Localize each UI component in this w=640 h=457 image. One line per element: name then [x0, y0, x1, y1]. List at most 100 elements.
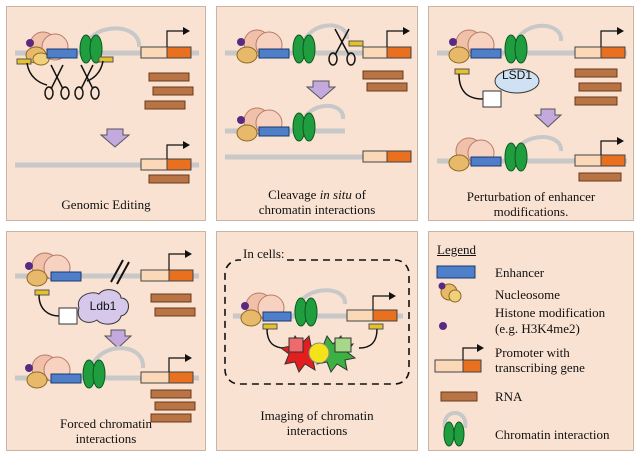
rna-bar [144, 100, 186, 110]
histone-mark [26, 39, 34, 47]
rna-bar [574, 68, 618, 78]
transcription-arrow [168, 253, 185, 270]
ldb1-protein [77, 289, 129, 325]
caption-perturbation: Perturbation of enhancer modifications. [429, 189, 633, 219]
guide-tag [348, 40, 364, 47]
zf-box [58, 307, 78, 325]
guide-tag [34, 289, 50, 296]
panel-forced-interactions: Ldb1 Forced chromatin interactions [6, 231, 206, 451]
panel-genomic-editing: Genomic Editing [6, 6, 206, 221]
lsd1-protein [494, 68, 540, 94]
legend-interaction-label: Chromatin interaction [495, 427, 610, 442]
legend-rna-label: RNA [495, 389, 523, 404]
protein [514, 34, 528, 64]
scissors-icon [74, 64, 100, 100]
scissors-icon [328, 28, 356, 66]
panel-imaging: In cells: Imaging of chromatin interacti… [216, 231, 418, 451]
transcription-arrowhead [185, 250, 192, 258]
transcription-arrow [168, 357, 185, 372]
transcription-arrowhead [617, 137, 624, 145]
protein [92, 359, 106, 389]
down-arrow [305, 80, 337, 100]
rna-bar [150, 293, 192, 303]
histone-mark [237, 38, 245, 46]
nucleosome-yellow [448, 154, 470, 172]
legend-histone-label-1: Histone modification [495, 305, 606, 320]
legend-enhancer-icon [436, 265, 476, 279]
gene-block [372, 309, 398, 322]
rna-bar [148, 72, 190, 82]
transcription-arrow [386, 30, 403, 47]
caption-cleavage-line2: chromatin interactions [258, 202, 376, 217]
split-fp-box-green [334, 337, 352, 353]
nucleosome-yellow [236, 46, 258, 64]
break-mark [110, 259, 124, 283]
nucleosome-yellow [26, 269, 48, 287]
legend-arrowhead-icon [477, 344, 484, 352]
legend-histone-label-2: (e.g. H3K4me2) [495, 321, 580, 336]
panel-cleavage-diagram [225, 23, 412, 163]
caption-perturbation-line2: modifications. [493, 204, 569, 219]
panel-imaging-diagram [224, 259, 410, 385]
histone-mark [241, 302, 249, 310]
gene-block [600, 46, 626, 59]
legend-protein-icon [443, 421, 455, 447]
gene-block [168, 371, 194, 384]
enhancer-block [470, 156, 502, 167]
rna-bar [574, 96, 618, 106]
scissors-arm [26, 62, 48, 86]
nucleosome-yellow [236, 124, 258, 142]
legend-promoter-label-1: Promoter with [495, 345, 570, 360]
down-arrow [533, 108, 563, 128]
guide-tag [16, 58, 32, 65]
legend-gene-icon [462, 359, 482, 373]
dcas9-box [482, 90, 502, 108]
legend-histone-mark-icon [439, 322, 447, 330]
caption-genomic-editing: Genomic Editing [61, 197, 151, 212]
legend-nucleosome-label: Nucleosome [495, 287, 560, 302]
protein [304, 297, 318, 327]
enhancer-block [258, 48, 290, 59]
histone-mark [25, 364, 33, 372]
legend-nucleosome-icon [448, 289, 462, 303]
gene-block [168, 269, 194, 282]
fusion-linker [358, 328, 378, 349]
fusion-linker [458, 73, 484, 100]
guide-tag [98, 56, 114, 63]
rna-bar [578, 172, 622, 182]
ldb1-label: Ldb1 [89, 299, 117, 313]
histone-mark [237, 116, 245, 124]
caption-perturbation-line1: Perturbation of enhancer [466, 189, 596, 204]
transcription-arrow [600, 140, 617, 155]
enhancer-block [258, 126, 290, 137]
panel-legend: Legend Enhancer Nucleosome Histone modif… [428, 231, 634, 451]
nucleosome-yellow [26, 371, 48, 389]
caption-cleavage: Cleavage in situ of chromatin interactio… [217, 187, 417, 217]
histone-mark [449, 38, 457, 46]
caption-imaging: Imaging of chromatin interactions [217, 408, 417, 438]
histone-mark [25, 262, 33, 270]
guide-tag [454, 68, 470, 75]
gene-block [386, 46, 412, 59]
rna-bar [150, 413, 192, 423]
promoter-block [574, 154, 602, 167]
transcription-arrow [166, 144, 183, 159]
caption-imaging-line2: interactions [286, 423, 348, 438]
legend-enhancer-label: Enhancer [495, 265, 545, 280]
rna-bar [150, 389, 192, 399]
caption-forced-line1: Forced chromatin [59, 416, 153, 431]
rna-bar [578, 82, 622, 92]
transcription-arrowhead [389, 292, 396, 300]
panel-cleavage: Cleavage in situ of chromatin interactio… [216, 6, 418, 221]
down-arrow [99, 128, 131, 148]
caption-cleavage-line1: Cleavage in situ of [268, 187, 366, 202]
enhancer-block [46, 48, 78, 59]
enhancer-block [50, 271, 82, 282]
split-fp-box-red [288, 337, 304, 353]
transcription-arrow [600, 30, 617, 47]
promoter-block [346, 309, 374, 322]
legend-rna-icon [440, 391, 478, 402]
rna-bar [362, 70, 404, 80]
protein [514, 142, 528, 172]
rna-bar [148, 174, 190, 184]
